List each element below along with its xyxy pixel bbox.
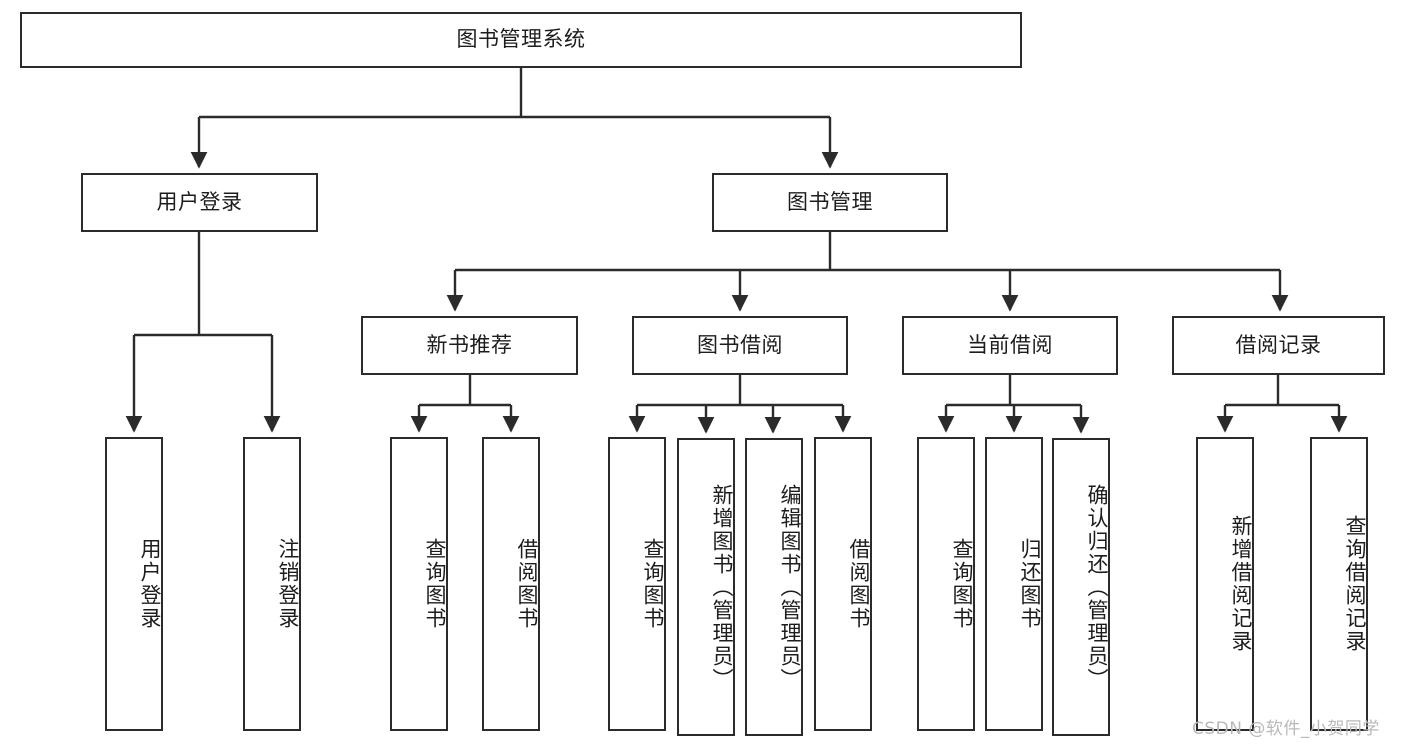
node-new-book-recommend[interactable]: 新书推荐 — [361, 316, 578, 375]
node-label: 查询图书 — [423, 538, 447, 630]
node-leaf-query-book-2[interactable]: 查询图书 — [608, 437, 666, 731]
node-root[interactable]: 图书管理系统 — [20, 12, 1022, 68]
node-user-login[interactable]: 用户登录 — [81, 173, 318, 232]
node-label: 借阅图书 — [515, 538, 539, 630]
node-label: 查询图书 — [641, 538, 665, 630]
node-leaf-query-book-1[interactable]: 查询图书 — [390, 437, 448, 731]
node-label: 编辑图书（管理员） — [778, 483, 802, 691]
node-leaf-borrow-book-1[interactable]: 借阅图书 — [482, 437, 540, 731]
node-label: 新增图书（管理员） — [710, 483, 734, 691]
node-leaf-confirm-return-admin[interactable]: 确认归还（管理员） — [1052, 438, 1110, 736]
node-leaf-query-book-3[interactable]: 查询图书 — [917, 437, 975, 731]
csdn-watermark: CSDN @软件_小贺同学 — [1192, 719, 1380, 739]
node-label: 归还图书 — [1018, 538, 1042, 630]
node-borrow-record[interactable]: 借阅记录 — [1172, 316, 1385, 375]
node-leaf-edit-book-admin[interactable]: 编辑图书（管理员） — [745, 438, 803, 736]
node-label: 查询图书 — [950, 538, 974, 630]
node-current-borrow[interactable]: 当前借阅 — [902, 316, 1118, 375]
node-label: 借阅图书 — [847, 538, 871, 630]
node-leaf-borrow-book-2[interactable]: 借阅图书 — [814, 437, 872, 731]
node-leaf-add-book-admin[interactable]: 新增图书（管理员） — [677, 438, 735, 736]
node-book-borrow[interactable]: 图书借阅 — [632, 316, 848, 375]
node-label: 用户登录 — [138, 538, 162, 630]
node-leaf-add-borrow-record[interactable]: 新增借阅记录 — [1196, 437, 1254, 731]
node-label: 确认归还（管理员） — [1085, 483, 1109, 691]
node-leaf-logout-login[interactable]: 注销登录 — [243, 437, 301, 731]
node-label: 查询借阅记录 — [1343, 515, 1367, 653]
node-label: 注销登录 — [276, 538, 300, 630]
node-label: 新增借阅记录 — [1229, 515, 1253, 653]
node-book-management[interactable]: 图书管理 — [712, 173, 948, 232]
node-leaf-query-borrow-record[interactable]: 查询借阅记录 — [1310, 437, 1368, 731]
node-leaf-user-login[interactable]: 用户登录 — [105, 437, 163, 731]
node-leaf-return-book[interactable]: 归还图书 — [985, 437, 1043, 731]
